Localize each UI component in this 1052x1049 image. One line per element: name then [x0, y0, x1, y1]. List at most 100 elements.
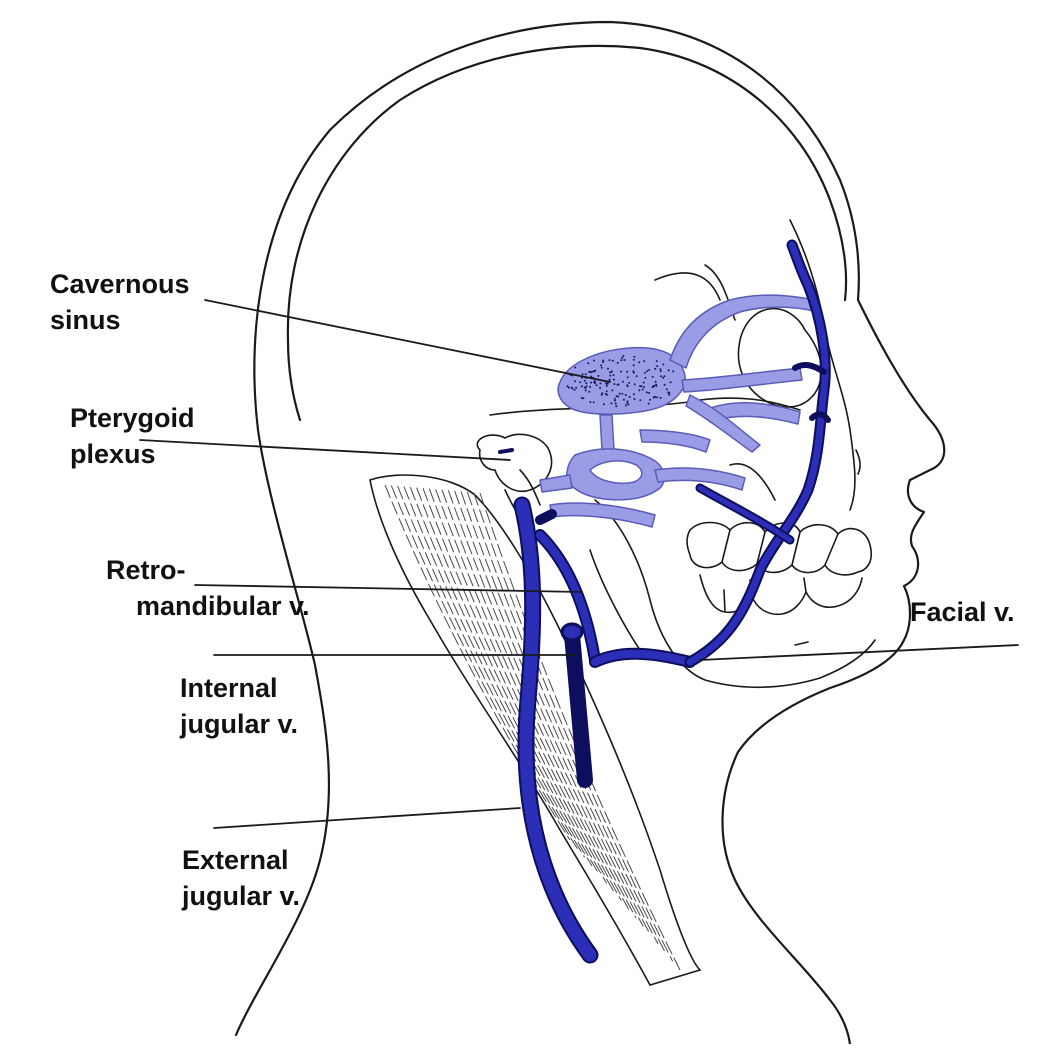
- stipple-dot: [668, 393, 671, 396]
- stipple-dot: [585, 385, 588, 388]
- stipple-dot: [587, 362, 590, 365]
- stipple-dot: [621, 392, 624, 395]
- stipple-dot: [667, 369, 670, 372]
- stipple-dot: [618, 392, 621, 395]
- stipple-dot: [612, 374, 615, 376]
- stipple-dot: [590, 375, 593, 378]
- stipple-dot: [566, 385, 569, 388]
- stipple-dot: [583, 379, 586, 382]
- stipple-dot: [614, 402, 617, 405]
- muscle-fiber-line: [416, 487, 608, 884]
- stipple-dot: [605, 384, 608, 387]
- stipple-dot: [590, 381, 593, 384]
- stipple-dot: [607, 367, 609, 370]
- stipple-dot: [648, 391, 651, 394]
- leader-facial: [699, 644, 1019, 661]
- stipple-dot: [647, 402, 650, 405]
- stipple-dot: [648, 369, 651, 371]
- muscle-fiber-line: [390, 485, 578, 849]
- stipple-dot: [621, 380, 624, 383]
- stipple-dot: [620, 359, 623, 362]
- stipple-dot: [665, 388, 668, 391]
- stipple-dot: [602, 403, 605, 406]
- stipple-dot: [593, 359, 596, 362]
- stipple-dot: [573, 388, 576, 391]
- stipple-dot: [656, 365, 659, 368]
- label-cavernous-sinus: Cavernous sinus: [50, 269, 190, 335]
- stipple-dot: [626, 400, 629, 403]
- stipple-dot: [594, 369, 597, 372]
- stipple-dot: [599, 386, 602, 389]
- muscle-fiber-line: [460, 491, 659, 945]
- stipple-dot: [628, 395, 631, 398]
- stipple-dot: [651, 375, 654, 378]
- stipple-dot: [600, 364, 603, 367]
- stipple-dot: [633, 393, 635, 396]
- stipple-dot: [622, 398, 625, 401]
- stipple-dot: [654, 380, 657, 383]
- stipple-dot: [582, 397, 585, 400]
- leader-retromandibular: [194, 584, 583, 593]
- stipple-dot: [574, 366, 577, 369]
- leader-external-jugular: [213, 807, 521, 829]
- stipple-dot: [622, 355, 625, 357]
- stipple-dot: [616, 383, 619, 386]
- stipple-dot: [663, 383, 666, 386]
- stipple-dot: [633, 355, 636, 358]
- stipple-dot: [659, 375, 662, 378]
- stipple-dot: [643, 360, 646, 363]
- stipple-dot: [626, 402, 629, 405]
- stipple-dot: [639, 385, 641, 388]
- stipple-dot: [609, 374, 612, 377]
- stipple-dot: [612, 378, 615, 381]
- stipple-dot: [644, 376, 647, 379]
- stipple-dot: [656, 396, 659, 399]
- stipple-dot: [659, 396, 662, 399]
- label-facial-vein: Facial v.: [910, 597, 1015, 627]
- muscle-fiber-line: [409, 486, 600, 875]
- stipple-dot: [643, 371, 646, 374]
- stipple-dot: [624, 404, 627, 407]
- stipple-dot: [659, 368, 662, 371]
- stipple-dot: [580, 397, 583, 399]
- stipple-dot: [626, 384, 629, 387]
- stipple-dot: [635, 375, 638, 378]
- stipple-dot: [616, 361, 619, 364]
- muscle-fiber-line: [403, 486, 593, 867]
- stipple-dot: [642, 381, 645, 384]
- stipple-dot: [592, 370, 595, 373]
- muscle-fiber-line: [384, 484, 571, 841]
- stipple-dot: [638, 361, 641, 364]
- stipple-dot: [580, 385, 583, 388]
- stipple-dot: [600, 393, 603, 396]
- stipple-dot: [610, 370, 613, 373]
- stipple-dot: [588, 370, 591, 373]
- stipple-dot: [639, 399, 642, 402]
- muscle-fiber-line: [441, 489, 637, 919]
- stipple-dot: [611, 359, 614, 362]
- internal-jugular-vein: [564, 627, 593, 788]
- stipple-dot: [628, 381, 631, 384]
- stipple-dot: [662, 363, 665, 366]
- stipple-dot: [633, 398, 636, 400]
- stipple-dot: [623, 359, 626, 361]
- stipple-dot: [627, 403, 630, 406]
- pterygoid-plexus-network: [539, 294, 819, 528]
- stipple-dot: [581, 373, 584, 376]
- stipple-dot: [662, 376, 665, 379]
- stipple-dot: [649, 398, 651, 401]
- stipple-dot: [613, 399, 616, 402]
- stipple-dot: [608, 359, 611, 362]
- stipple-dot: [643, 386, 645, 389]
- stipple-dot: [624, 394, 627, 396]
- stipple-dot: [655, 383, 658, 386]
- stipple-dot: [604, 393, 607, 395]
- stipple-dot: [602, 361, 605, 363]
- stipple-dot: [645, 391, 648, 394]
- muscle-fiber-line: [466, 491, 666, 953]
- stipple-dot: [611, 389, 614, 392]
- leader-cavernous-sinus: [204, 299, 611, 383]
- muscle-fiber-line: [422, 488, 615, 893]
- stipple-dot: [602, 359, 605, 362]
